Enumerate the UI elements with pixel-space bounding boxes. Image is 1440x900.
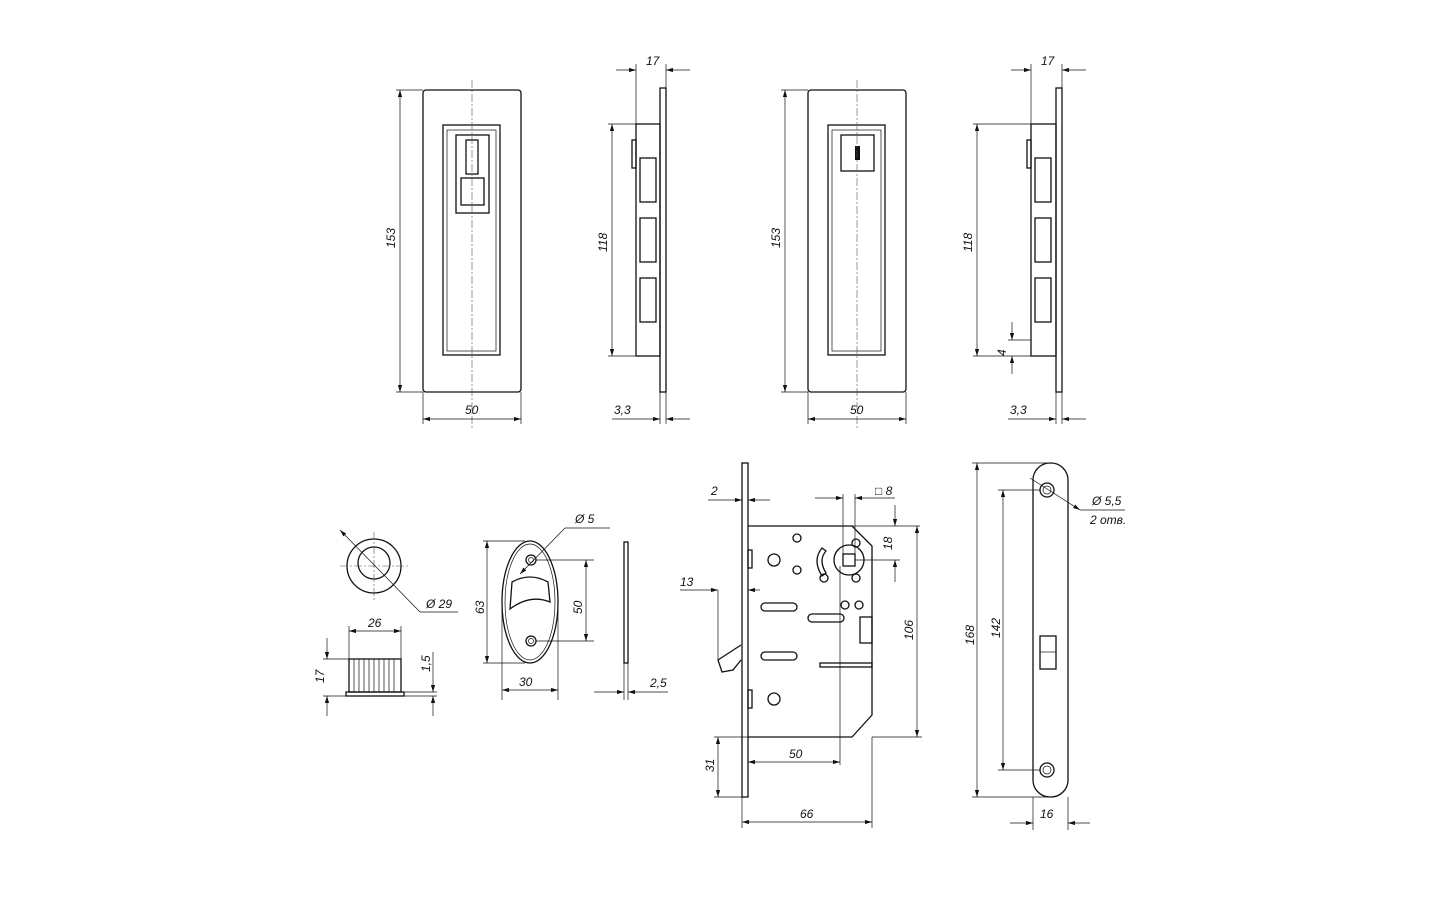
dim-height: 153 bbox=[769, 228, 783, 248]
dim-hole-diameter: Ø 5,5 bbox=[1091, 494, 1122, 508]
dim-width: 26 bbox=[367, 616, 382, 630]
dim-square: □ 8 bbox=[875, 484, 893, 498]
dim-base: 1,5 bbox=[419, 655, 433, 672]
passage-handle-side-view: 17 118 3,3 bbox=[596, 54, 690, 424]
dim-spindle-offset: 18 bbox=[881, 536, 895, 550]
privacy-handle-side-view: 17 118 4 3,3 bbox=[961, 54, 1086, 424]
dim-case-width: 66 bbox=[800, 807, 814, 821]
dim-height: 17 bbox=[313, 668, 327, 683]
dim-bottom: 31 bbox=[703, 759, 717, 772]
dim-width: 30 bbox=[519, 675, 533, 689]
hole-count: 2 отв. bbox=[1089, 513, 1126, 527]
knob-rosette-view: Ø 29 26 17 1,5 bbox=[313, 529, 458, 716]
dim-thickness: 2,5 bbox=[649, 676, 667, 690]
dim-diameter: Ø 29 bbox=[425, 597, 452, 611]
dim-plate: 3,3 bbox=[614, 403, 631, 417]
dim-body-height: 118 bbox=[961, 233, 975, 252]
strike-plate-view: 168 142 Ø 5,5 2 отв. 16 bbox=[963, 462, 1126, 830]
dim-hole: Ø 5 bbox=[574, 512, 595, 526]
dim-hole-spacing: 142 bbox=[989, 618, 1003, 638]
dim-body-height: 118 bbox=[596, 233, 610, 252]
dim-offset: 4 bbox=[995, 349, 1009, 356]
dim-faceplate: 2 bbox=[710, 484, 718, 498]
dim-latch: 13 bbox=[680, 575, 694, 589]
lock-body-view: 2 □ 8 18 13 106 50 31 66 bbox=[680, 462, 922, 828]
dim-width: 50 bbox=[465, 403, 479, 417]
dim-depth: 17 bbox=[1041, 54, 1056, 68]
dim-backset: 50 bbox=[789, 747, 803, 761]
dim-plate: 3,3 bbox=[1010, 403, 1027, 417]
dim-height: 153 bbox=[384, 228, 398, 248]
dim-height: 63 bbox=[473, 600, 487, 614]
escutcheon-view: Ø 5 63 50 30 2,5 bbox=[473, 512, 668, 700]
dim-width: 16 bbox=[1040, 807, 1054, 821]
dim-width: 50 bbox=[850, 403, 864, 417]
passage-handle-front-view: 153 50 bbox=[384, 80, 522, 428]
dim-case-height: 106 bbox=[902, 620, 916, 640]
privacy-handle-front-view: 153 50 bbox=[769, 80, 907, 428]
dim-hole-spacing: 50 bbox=[571, 600, 585, 614]
dim-height: 168 bbox=[963, 625, 977, 645]
dim-depth: 17 bbox=[646, 54, 661, 68]
